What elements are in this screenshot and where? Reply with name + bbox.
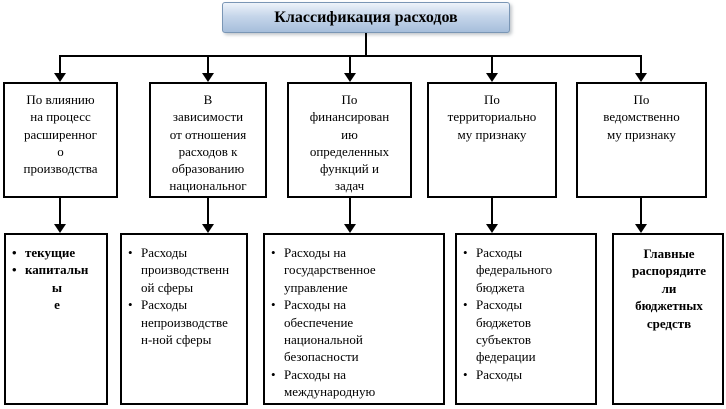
list-item-text: Расходы федерального бюджета [476,245,553,295]
bullet-icon: • [12,262,17,278]
detail-box-budget-levels: • Расходы федерального бюджета • Расходы… [455,233,597,405]
arrowhead-down-icon [344,73,356,82]
list-item-text: Расходы [476,366,523,382]
connector-drop-3 [349,56,351,74]
list-item-text: Расходы на международную [284,366,376,400]
list-item-text: капитальн [25,262,89,278]
detail-box-current-capital: • текущие • капитальн ы е [4,233,108,405]
list-item: • Расходы на международную [269,366,441,401]
list-item: • Расходы производственн ой сферы [126,244,244,296]
bullet-icon: • [463,297,468,313]
arrowhead-down-icon [635,73,647,82]
connector-title-stem [365,33,367,55]
connector-drop-5 [640,56,642,74]
bullet-icon: • [271,366,276,382]
bullet-icon: • [271,297,276,313]
connector-cat1-det1 [59,198,61,225]
bullet-icon: • [463,366,468,382]
category-box-departmental: По ведомственно му признаку [576,82,707,198]
connector-cat5-det5 [640,198,642,225]
bullet-icon: • [271,245,276,260]
arrowhead-down-icon [486,224,498,233]
connector-cat4-det4 [491,198,493,225]
arrowhead-down-icon [202,73,214,82]
arrowhead-down-icon [635,224,647,233]
category-box-territorial: По территориально му признаку [427,82,557,198]
detail-box-state-functions: • Расходы на государственное управление … [263,233,445,405]
list-item-text: Расходы бюджетов субъектов федерации [476,297,536,365]
connector-cat2-det2 [207,198,209,225]
bullet-icon: • [463,245,468,260]
list-item: • текущие [10,244,104,261]
list-item-text: Расходы на обеспечение национальной безо… [284,297,363,365]
list-item: • Расходы на государственное управление [269,244,441,296]
list-item-text: Расходы производственн ой сферы [141,245,230,295]
connector-cat3-det3 [349,198,351,225]
arrowhead-down-icon [54,224,66,233]
bullet-icon: • [128,297,133,313]
detail-box-chief-administrators: Главные распорядите ли бюджетных средств [612,233,724,405]
connector-drop-1 [59,56,61,74]
category-box-financing-functions: По финансирован ию определенных функций … [287,82,412,198]
bullet-icon: • [12,245,17,260]
list-item: • Расходы на обеспечение национальной бе… [269,296,441,366]
list-item: • Расходы [461,366,593,383]
bullet-icon: • [128,245,133,260]
list-item: • Расходы непроизводстве н-ной сферы [126,296,244,348]
root-node-label: Классификация расходов [274,8,458,26]
arrowhead-down-icon [54,73,66,82]
connector-drop-4 [491,56,493,74]
list-item-text: Расходы непроизводстве н-ной сферы [141,297,228,348]
arrowhead-down-icon [486,73,498,82]
root-node-title: Классификация расходов [222,2,510,33]
list-item: • капитальн [10,261,104,278]
list-item-text: текущие [25,245,76,260]
arrowhead-down-icon [202,224,214,233]
detail-box-production-spheres: • Расходы производственн ой сферы • Расх… [120,233,248,405]
connector-drop-2 [207,56,209,74]
category-box-influence-on-production: По влиянию на процесс расширенног о прои… [3,82,118,198]
wrapped-line: е [54,297,60,313]
list-item-text: Расходы на государственное управление [284,245,376,295]
category-box-relation-to-national-income: В зависимости от отношения расходов к об… [149,82,267,198]
list-item: • Расходы федерального бюджета [461,244,593,296]
list-item: • Расходы бюджетов субъектов федерации [461,296,593,366]
wrapped-line: ы [51,279,63,295]
arrowhead-down-icon [344,224,356,233]
detail-text: Главные распорядите ли бюджетных средств [632,246,706,331]
